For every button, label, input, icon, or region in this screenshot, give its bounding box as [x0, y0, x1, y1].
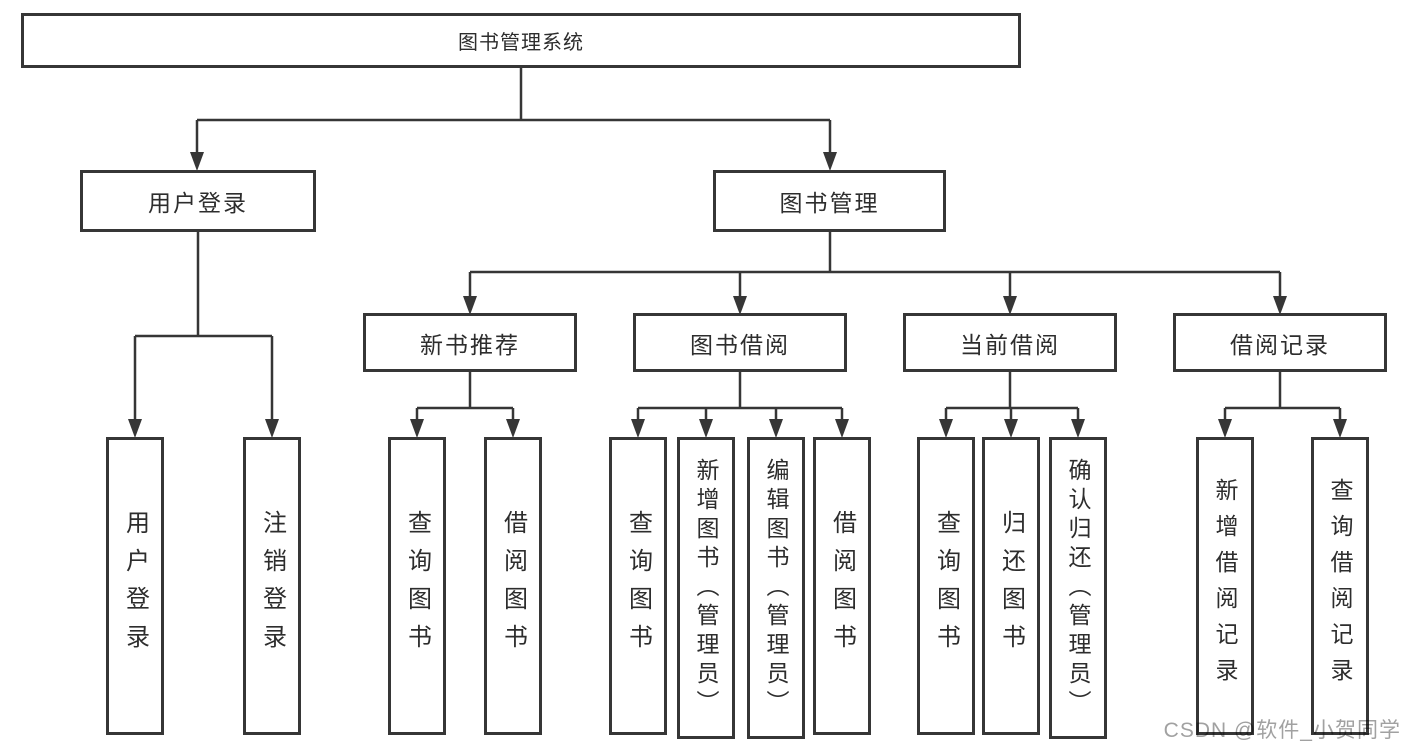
leaf-return-book: 归还图书	[982, 437, 1040, 735]
leaf-borrow-book-2: 借阅图书	[813, 437, 871, 735]
node-current-borrow-label: 当前借阅	[960, 331, 1060, 358]
arrowheads	[128, 152, 1347, 438]
node-user-login-label: 用户登录	[148, 190, 248, 216]
csdn-watermark: CSDN @软件_小贺同学	[1163, 719, 1401, 742]
node-new-book-recommend-label: 新书推荐	[420, 331, 520, 358]
node-borrow-records-label: 借阅记录	[1230, 331, 1330, 358]
leaf-query-book-3-label: 查询图书	[932, 510, 960, 662]
leaf-logout: 注销登录	[243, 437, 301, 735]
leaf-add-borrow-record: 新增借阅记录	[1196, 437, 1254, 735]
node-root: 图书管理系统	[21, 13, 1021, 68]
leaf-query-book-2: 查询图书	[609, 437, 667, 735]
leaf-query-borrow-record: 查询借阅记录	[1311, 437, 1369, 735]
node-book-borrow: 图书借阅	[633, 313, 847, 372]
leaf-add-borrow-record-label: 新增借阅记录	[1212, 478, 1238, 694]
leaf-query-book-1-label: 查询图书	[403, 510, 431, 662]
node-book-borrow-label: 图书借阅	[690, 331, 790, 358]
node-book-management: 图书管理	[713, 170, 946, 232]
node-book-management-label: 图书管理	[779, 190, 880, 216]
leaf-user-login-label: 用户登录	[121, 510, 149, 662]
leaf-query-book-3: 查询图书	[917, 437, 975, 735]
leaf-edit-book-admin-label: 编辑图书（管理员）	[763, 457, 789, 719]
leaf-confirm-return: 确认归还（管理员）	[1049, 437, 1107, 739]
node-current-borrow: 当前借阅	[903, 313, 1117, 372]
leaf-add-book-admin: 新增图书（管理员）	[677, 437, 735, 739]
leaf-edit-book-admin: 编辑图书（管理员）	[747, 437, 805, 739]
leaf-add-book-admin-label: 新增图书（管理员）	[693, 457, 719, 719]
node-borrow-records: 借阅记录	[1173, 313, 1387, 372]
leaf-confirm-return-label: 确认归还（管理员）	[1065, 457, 1091, 719]
leaf-query-borrow-record-label: 查询借阅记录	[1327, 478, 1353, 694]
leaf-query-book-2-label: 查询图书	[624, 510, 652, 662]
node-user-login: 用户登录	[80, 170, 316, 232]
leaf-borrow-book-1: 借阅图书	[484, 437, 542, 735]
leaf-logout-label: 注销登录	[258, 510, 286, 662]
leaf-return-book-label: 归还图书	[997, 510, 1025, 662]
leaf-borrow-book-1-label: 借阅图书	[499, 510, 527, 662]
leaf-query-book-1: 查询图书	[388, 437, 446, 735]
leaf-user-login: 用户登录	[106, 437, 164, 735]
node-root-label: 图书管理系统	[458, 32, 584, 54]
node-new-book-recommend: 新书推荐	[363, 313, 577, 372]
leaf-borrow-book-2-label: 借阅图书	[828, 510, 856, 662]
